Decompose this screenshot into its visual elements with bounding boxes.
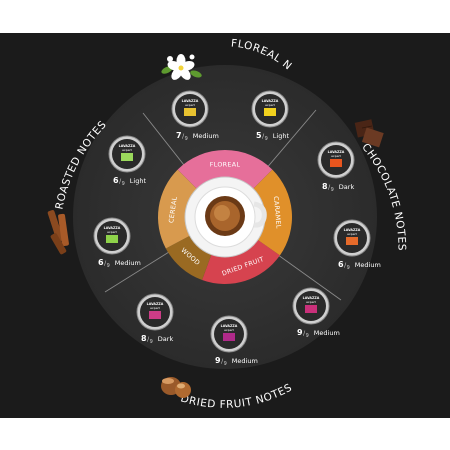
heading-dried-fruit-notes: DRIED FRUIT NOTES <box>179 381 294 410</box>
capsule-scale: 9 <box>331 187 334 193</box>
capsule-intensity: 9 <box>297 328 303 337</box>
capsule-brand: LAVAZZA <box>221 324 238 328</box>
capsule-sub: expert <box>306 300 317 304</box>
espresso-cup <box>184 176 267 258</box>
capsule-brand: LAVAZZA <box>262 99 279 103</box>
capsule-sub: expert <box>122 148 133 152</box>
wheel-label-cereal: CEREAL <box>167 196 179 224</box>
capsule-intensity: 6 <box>113 176 119 185</box>
capsule-scale: 9 <box>224 361 227 367</box>
wheel-label-floreal: FLOREAL <box>210 161 241 169</box>
capsule-scale: 9 <box>107 263 110 269</box>
capsule-color-band <box>223 333 235 341</box>
jasmine-flower-icon <box>161 54 202 80</box>
capsule-color-band <box>184 108 196 116</box>
capsule-intensity: 8 <box>141 334 147 343</box>
capsule-roast: Medium <box>232 357 258 365</box>
capsule-scale: 9 <box>306 333 309 339</box>
capsule-sub: expert <box>331 154 342 158</box>
capsule-color-band <box>121 153 133 161</box>
capsule-intensity: 9 <box>215 356 221 365</box>
capsule-sub: expert <box>265 103 276 107</box>
capsule-sub: expert <box>224 328 235 332</box>
capsule-brand: LAVAZZA <box>147 302 164 306</box>
capsule-brand: LAVAZZA <box>182 99 199 103</box>
capsule-roast: Medium <box>355 261 381 269</box>
capsule-sub: expert <box>107 230 118 234</box>
capsule-intensity: 7 <box>176 131 182 140</box>
capsule-scale: 9 <box>185 136 188 142</box>
capsule-scale: 9 <box>150 339 153 345</box>
capsule-roast: Light <box>273 132 290 140</box>
capsule-intensity: 5 <box>256 131 262 140</box>
cinnamon-sticks-icon <box>47 210 69 255</box>
wheel-segment-dried-fruit <box>202 238 280 284</box>
capsule-brand: LAVAZZA <box>104 226 121 230</box>
capsule-sub: expert <box>347 232 358 236</box>
hazelnut-icon <box>161 377 191 398</box>
capsule-scale: 9 <box>265 136 268 142</box>
capsule-color-band <box>305 305 317 313</box>
capsule-sub: expert <box>150 306 161 310</box>
capsule-color-band <box>330 159 342 167</box>
capsule-brand: LAVAZZA <box>303 296 320 300</box>
capsule-roast: Dark <box>158 335 174 343</box>
capsule-roast: Medium <box>115 259 141 267</box>
capsule-scale: 9 <box>122 181 125 187</box>
heading-floreal-notes: FLOREAL NOTES <box>0 0 294 73</box>
capsule-brand: LAVAZZA <box>119 144 136 148</box>
capsule-roast: Medium <box>193 132 219 140</box>
capsule-color-band <box>346 237 358 245</box>
capsule-sub: expert <box>185 103 196 107</box>
capsule-color-band <box>264 108 276 116</box>
wheel-label-caramel: CARAMEL <box>272 196 283 229</box>
wheel-segment-caramel <box>251 169 292 256</box>
chocolate-icon <box>354 119 384 148</box>
capsule-roast: Dark <box>339 183 355 191</box>
capsule-intensity: 6 <box>98 258 104 267</box>
capsule-intensity: 6 <box>338 260 344 269</box>
capsule-roast: Medium <box>314 329 340 337</box>
wheel-segment-floreal <box>177 149 273 191</box>
capsule-color-band <box>149 311 161 319</box>
capsule-roast: Light <box>130 177 147 185</box>
capsule-scale: 9 <box>347 265 350 271</box>
capsule-brand: LAVAZZA <box>328 150 345 154</box>
capsule-brand: LAVAZZA <box>344 228 361 232</box>
capsule-intensity: 8 <box>322 182 328 191</box>
capsule-color-band <box>106 235 118 243</box>
